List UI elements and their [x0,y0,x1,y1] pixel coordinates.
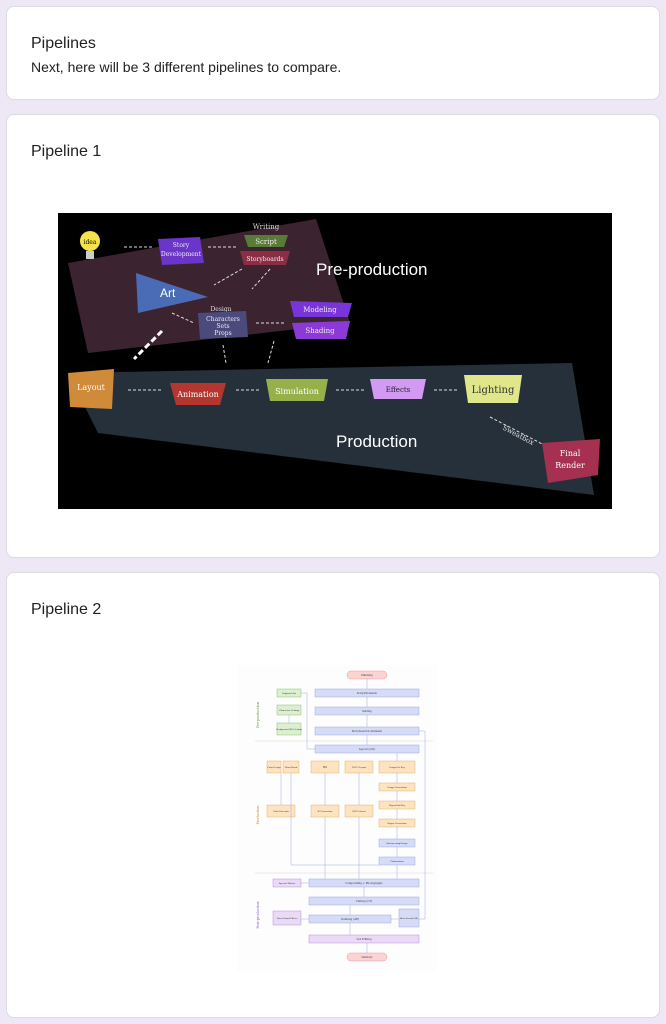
script-label: Script [255,238,277,246]
final-line-2: Render [555,461,585,470]
after-record-node [398,908,420,928]
design-line-2: Sets [216,323,229,330]
effects-box [370,379,426,399]
pipeline-2-diagram: Pre-production Production Post-productio… [255,670,433,962]
preproduction-arrows [124,246,286,364]
production-label: Production [336,432,417,451]
art-triangle [136,273,208,313]
layout-label: Layout [77,383,106,392]
inbetween-label: Inbetweening/Douga [386,842,408,845]
section-header-card: Pipelines Next, here will be 3 different… [6,6,660,100]
storyboard-label: Storyboard & Animatic [352,729,383,733]
preproduction-side-label: Pre-production [256,701,260,728]
lighting-label: Lighting [472,385,515,396]
compositing-label: Compositing + Photography [345,881,383,885]
production-arrows [128,389,549,448]
pipeline-2-card: Pipeline 2 Pre-production Production Pos… [6,572,660,1018]
character-setting-label: Character Setting [279,709,300,712]
lighting-box [464,375,522,403]
section-title: Pipelines [31,35,96,52]
final-line-1: Final [560,449,581,458]
special-effects-label: Special Effects [279,882,296,885]
va-editing-node [308,934,420,944]
design-box [198,311,248,339]
story-line-1: Story [173,242,190,249]
nigen-label: Nigen/2nd Key [389,804,406,807]
color-direction-label: Color Direction [273,810,289,813]
shading-label: Shading [305,327,335,335]
simulation-label: Simulation [275,387,319,396]
planning-label: Planning [361,673,373,677]
noise-label: Noise/Sound Effects [277,917,298,920]
bg-correction-label: BG Correction [318,810,333,813]
design-line-3: Props [214,330,231,337]
original-art-label: Origi-nal Art [282,692,296,695]
pipeline-1-card: Pipeline 1 idea Story Development Writin… [6,114,660,558]
production-side-label: Production [256,805,260,825]
shading-box [292,321,350,339]
pipeline-2-connectors [280,679,426,953]
idea-label: idea [84,239,97,246]
layout-label: Layout (L/O) [359,747,376,751]
nigen-correction-label: Nigen Correction [387,822,407,825]
layout-big-arrow [132,329,164,361]
bg-setting-label: Background (BG) Setting [276,728,302,731]
pipeline-1-title: Pipeline 1 [31,143,102,160]
design-label: Design [210,306,231,313]
story-development-box [158,237,204,265]
cg-assets-label: 3D/CG Assets [352,810,366,813]
simulation-box [266,379,328,401]
after-record-label: After Record (AR) [399,917,418,920]
preproduction-label: Pre-production [316,260,428,279]
art-label: Art [160,286,176,300]
pipeline-1-image: idea Story Development Writing Script St… [58,213,612,509]
writing-label: Writing [253,223,280,231]
animation-label: Animation [176,390,219,399]
final-render-box [542,439,600,483]
storyboards-label: Storyboards [246,256,283,263]
script-label: Script/Scenario [357,691,378,695]
dubbing-label: Dubbing (AR) [341,917,359,921]
mood-board-label: Mood Board [285,767,298,769]
setting-label: Setting [362,709,372,713]
effects-label: Effects [386,386,411,394]
cg-layout-label: 3D/CG Layout [352,766,366,769]
pipeline-1-diagram: idea Story Development Writing Script St… [68,219,600,495]
design-line-1: Characters [206,316,240,323]
delivery-label: Delivery [362,955,374,959]
color-design-node [266,760,282,774]
color-design-label: Color Design [267,767,281,769]
layout-box [68,369,114,409]
colorization-label: Colorization [390,860,404,863]
story-line-2: Development [161,251,202,258]
script-box [244,235,288,247]
animation-box [170,383,226,405]
storyboards-box [240,251,290,265]
pipeline-2-title: Pipeline 2 [31,601,102,618]
section-description: Next, here will be 3 different pipelines… [31,59,342,75]
va-editing-label: V/A Editing [355,937,371,941]
modeling-box [290,301,352,317]
cutting-label: Cutting (CT) [356,899,372,903]
modeling-label: Modeling [303,306,337,314]
genga-correction-label: Genga Correction [387,786,407,789]
idea-bulb-icon: idea [80,231,100,259]
postproduction-side-label: Post-production [256,901,260,929]
bg-label: BG [323,765,327,769]
pipeline-2-image: Pre-production Production Post-productio… [237,665,437,971]
noise-node [272,910,302,926]
key-animation-label: Genga/1st Key [389,766,406,769]
